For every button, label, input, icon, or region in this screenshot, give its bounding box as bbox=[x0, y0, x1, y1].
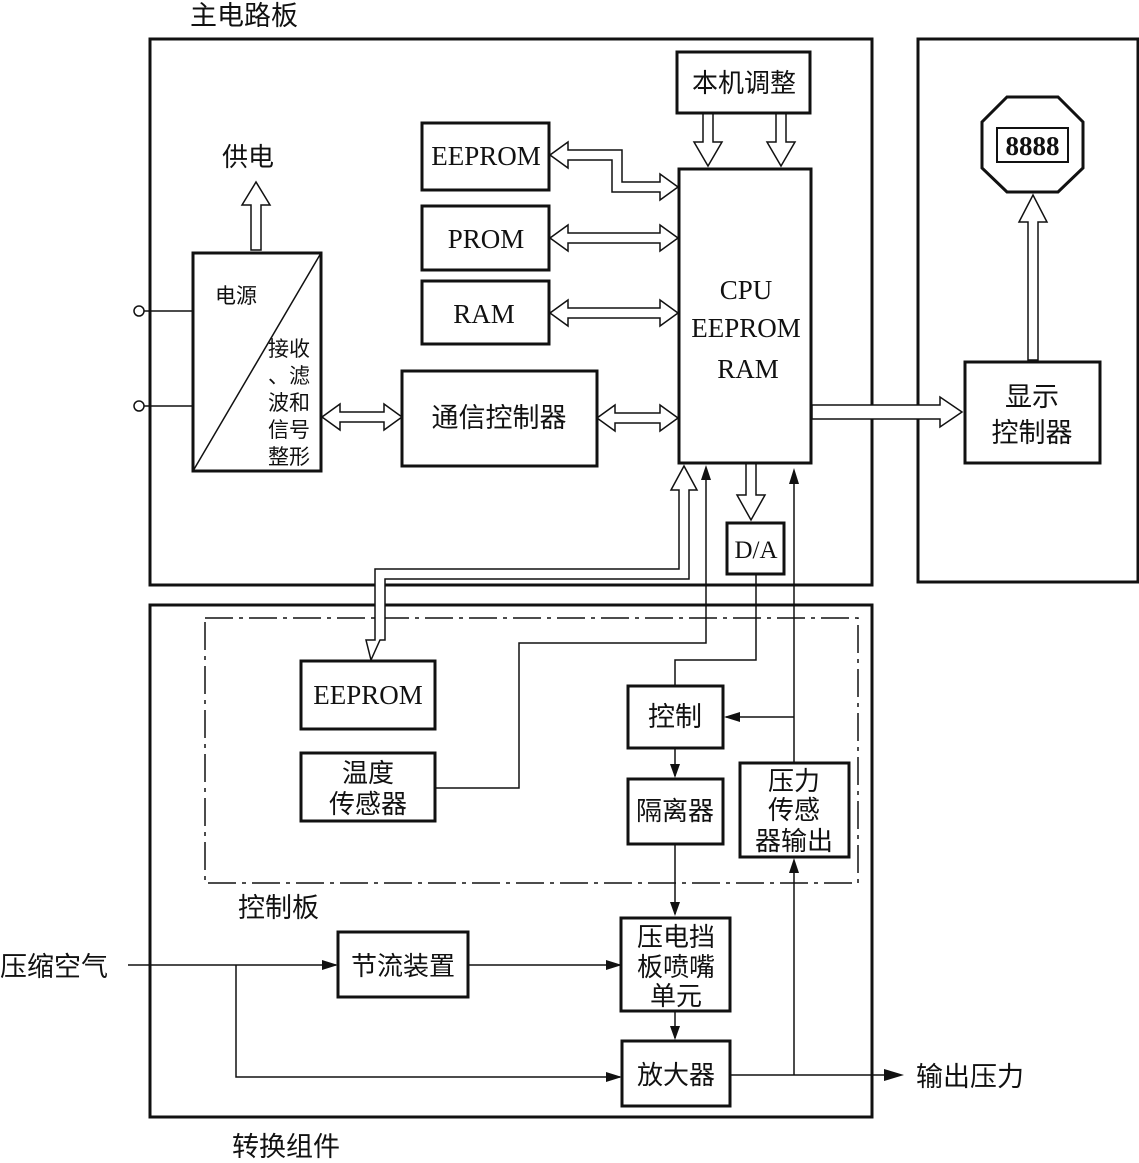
arrowhead-icon bbox=[606, 1072, 622, 1082]
isolator-block bbox=[626, 777, 725, 846]
throttle-block bbox=[336, 930, 470, 999]
arrowhead-icon bbox=[789, 468, 799, 484]
eeprom-block bbox=[420, 121, 551, 192]
control-eeprom-label: EEPROM bbox=[313, 680, 423, 710]
up-arrow-icon bbox=[1017, 193, 1049, 361]
eeprom-label: EEPROM bbox=[431, 141, 541, 171]
da-converter-block bbox=[725, 521, 786, 576]
temp-sensor-label-1: 温度 bbox=[342, 759, 394, 789]
power-out-label: 供电 bbox=[222, 143, 274, 173]
comm-controller-label: 通信控制器 bbox=[432, 403, 567, 434]
control-eeprom-block bbox=[299, 659, 437, 731]
display-controller-block bbox=[963, 360, 1102, 465]
arrowhead-icon bbox=[670, 764, 680, 778]
bidirectional-l-arrow-icon bbox=[365, 464, 699, 663]
local-adjust-label: 本机调整 bbox=[692, 69, 796, 99]
converter-frame bbox=[148, 603, 874, 1119]
compressed-air-label: 压缩空气 bbox=[0, 952, 108, 983]
cpu-block bbox=[677, 167, 813, 465]
ram-block bbox=[420, 279, 551, 346]
local-adjust-block bbox=[675, 50, 812, 115]
bidirectional-arrow-icon bbox=[595, 403, 680, 433]
bidirectional-arrow-icon bbox=[548, 298, 680, 328]
display-frame bbox=[916, 37, 1139, 584]
control-label: 控制 bbox=[648, 702, 702, 733]
amplifier-label: 放大器 bbox=[637, 1061, 715, 1091]
block-divider bbox=[192, 252, 322, 472]
throttle-label: 节流装置 bbox=[351, 952, 455, 982]
da-to-control-wire bbox=[674, 575, 757, 685]
arrowhead-icon bbox=[322, 960, 338, 970]
display-controller-label-1: 显示 bbox=[1005, 382, 1059, 413]
temp-sensor-wire bbox=[436, 470, 707, 789]
arrowhead-icon bbox=[670, 1026, 680, 1040]
main-board-frame bbox=[148, 37, 874, 587]
piezo-label-2: 板喷嘴 bbox=[637, 953, 715, 983]
arrowhead-icon bbox=[789, 858, 799, 873]
terminal-icon bbox=[133, 400, 145, 412]
down-arrow-icon bbox=[765, 112, 797, 168]
bidirectional-arrow-icon bbox=[320, 402, 404, 432]
arrowhead-icon bbox=[701, 465, 711, 480]
display-digits: 8888 bbox=[1006, 131, 1060, 161]
arrowhead-icon bbox=[884, 1069, 904, 1081]
comm-controller-block bbox=[400, 369, 599, 468]
control-board-label: 控制板 bbox=[238, 893, 319, 924]
prom-block bbox=[420, 204, 551, 272]
amplifier-block bbox=[620, 1039, 732, 1108]
converter-label: 转换组件 bbox=[232, 1132, 340, 1163]
receiver-label-4: 信号 bbox=[268, 418, 310, 442]
temp-sensor-label-2: 传感器 bbox=[329, 790, 407, 820]
control-block bbox=[626, 684, 725, 750]
down-arrow-icon bbox=[735, 462, 767, 522]
piezo-label-3: 单元 bbox=[650, 982, 702, 1012]
arrowhead-icon bbox=[606, 960, 622, 970]
down-arrow-icon bbox=[692, 112, 724, 168]
cpu-label-1: CPU bbox=[720, 275, 773, 305]
cpu-label-2: EEPROM bbox=[691, 313, 801, 343]
main-board-label: 主电路板 bbox=[190, 1, 298, 32]
da-label: D/A bbox=[734, 537, 777, 564]
receiver-label-5: 整形 bbox=[268, 445, 310, 469]
air-to-amplifier-line bbox=[235, 965, 620, 1078]
piezo-nozzle-block bbox=[619, 916, 732, 1013]
arrowhead-icon bbox=[724, 712, 740, 722]
ram-label: RAM bbox=[453, 299, 515, 329]
pressure-sensor-block bbox=[738, 761, 851, 859]
output-pressure-label: 输出压力 bbox=[916, 1062, 1024, 1093]
arrowhead-icon bbox=[670, 902, 680, 916]
pressure-sensor-label-1: 压力 bbox=[768, 767, 820, 797]
control-board-dashed-frame bbox=[204, 617, 859, 884]
pressure-sensor-label-2: 传感 bbox=[768, 796, 820, 826]
receiver-label-2: 、滤 bbox=[268, 364, 310, 388]
cpu-label-3: RAM bbox=[717, 354, 779, 384]
bidirectional-arrow-icon bbox=[548, 223, 680, 253]
isolator-label: 隔离器 bbox=[636, 797, 714, 827]
power-supply-label: 电源 bbox=[215, 284, 257, 308]
receiver-label-1: 接收 bbox=[268, 337, 310, 361]
prom-label: PROM bbox=[448, 224, 525, 254]
piezo-label-1: 压电挡 bbox=[637, 923, 715, 953]
temp-sensor-block bbox=[299, 751, 437, 823]
right-arrow-icon bbox=[811, 395, 964, 429]
pressure-sensor-label-3: 器输出 bbox=[755, 827, 833, 857]
bidirectional-arrow-icon bbox=[548, 140, 680, 202]
receiver-label-3: 波和 bbox=[268, 391, 310, 415]
terminal-icon bbox=[133, 305, 145, 317]
seven-segment-icon bbox=[996, 127, 1069, 163]
display-controller-label-2: 控制器 bbox=[992, 418, 1073, 449]
power-out-arrow-icon bbox=[240, 180, 272, 251]
